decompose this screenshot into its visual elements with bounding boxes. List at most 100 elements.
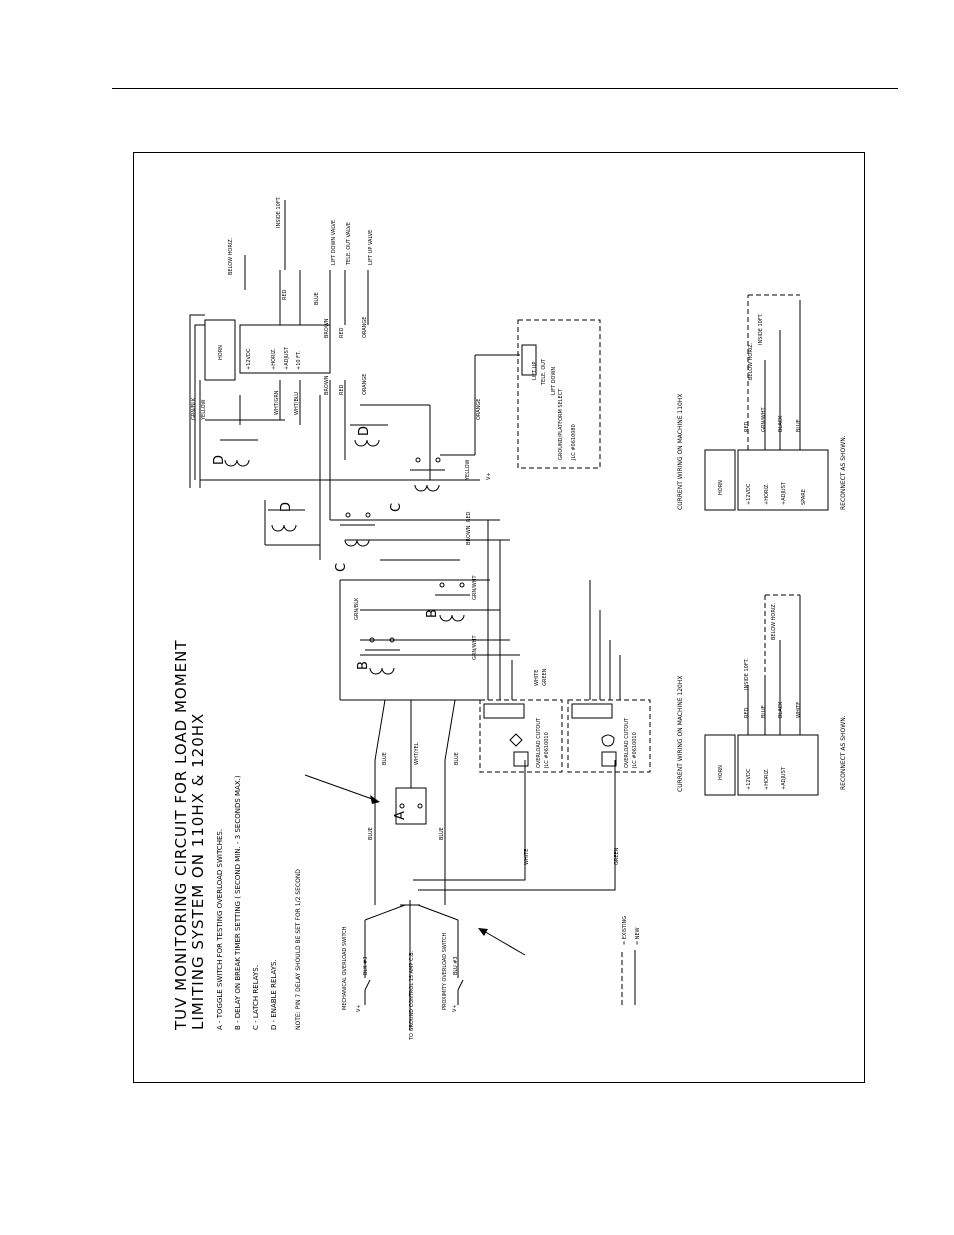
wiring-120hx-schematic (704, 594, 819, 796)
wire-grn-110: GRN/WHT (761, 407, 767, 432)
cutout-1-jlc: JLC #0610010 (544, 732, 550, 769)
lift-up-valve-label: LIFT UP VALVE (368, 230, 374, 265)
lift-down-valve-label: LIFT DOWN VALVE (331, 220, 337, 265)
term3-t2: +HORIZ. (764, 768, 770, 790)
wire-brown-1: BROWN (466, 525, 472, 545)
valve-wires (244, 200, 369, 325)
inside-10ft-110: INSIDE 10FT. (758, 313, 764, 345)
wire-blue-1: BLUE (368, 827, 374, 840)
relay-c-label-1: C (334, 563, 349, 572)
term1-t3: +ADJUST (284, 346, 290, 370)
proximity-switch-label: PROXIMITY OVERLOAD SWITCH (442, 932, 448, 1010)
relay-network-wires (189, 314, 621, 701)
lift-up-label: LIFT UP (532, 362, 538, 380)
term2-t4: SPARE (801, 489, 807, 505)
relay-d-label-3: D (357, 426, 372, 436)
reconnect-120: RECONNECT AS SHOWN. (840, 715, 847, 790)
wire-red-120: RED (744, 707, 750, 718)
green-wire (418, 760, 616, 891)
term1-t1: +12VDC (246, 348, 252, 370)
blk3-label: BLK #3 (363, 957, 369, 975)
diagram-title-line-1: TUV MONITORING CIRCUIT FOR LOAD MOMENT (172, 640, 190, 1032)
wire-brown-2: BROWN (324, 375, 330, 395)
term1-t2: +HORIZ. (271, 348, 277, 370)
wire-red-110: RED (744, 421, 750, 432)
wire-yellow-2: YELLOW (201, 399, 207, 421)
relay-c-2 (410, 457, 445, 492)
relay-d-label-2: D (212, 455, 227, 465)
relay-b-label-2: B (425, 609, 440, 618)
ground-control-label: TO GROUND CONTROL 15 AMP C.B. (409, 950, 415, 1041)
wire-blue-4: BLUE (454, 752, 460, 765)
wire-blue-top: BLUE (314, 292, 320, 305)
cutout-1-label: OVERLOAD CUTOUT (536, 717, 542, 768)
term2-t2: +HORIZ. (764, 483, 770, 505)
wire-brown-3: BROWN (324, 318, 330, 338)
arrow-to-a (304, 774, 376, 801)
term2-t1: +12VDC (746, 483, 752, 505)
select-jlc: JLC #0610080 (571, 424, 577, 461)
wire-orange-3: ORANGE (362, 317, 368, 338)
wire-black-120: BLACK (778, 701, 784, 718)
current-wiring-110-label: CURRENT WIRING ON MACHINE 110HX (677, 394, 684, 510)
white-wire (413, 760, 526, 881)
wire-white-2: WHITE (534, 670, 540, 686)
wire-yellow-1: YELLOW (465, 459, 471, 481)
legend-c: C - LATCH RELAYS. (252, 965, 260, 1030)
mechanical-switch-symbol (364, 904, 406, 1005)
wire-blk-110: BLACK (778, 415, 784, 432)
relay-b-label-1: B (356, 661, 371, 670)
wire-red-1: RED (466, 511, 472, 522)
diagram-title-line-2: LIMITING SYSTEM ON 110HX & 120HX (189, 713, 207, 1030)
below-horiz-120: BELOW HORIZ. (771, 602, 777, 640)
below-horiz-110: BELOW HORIZ. (748, 342, 754, 380)
relay-d-2 (220, 439, 258, 467)
overload-cutout-2 (567, 699, 651, 773)
blu3-label: BLU #3 (453, 956, 459, 975)
toggle-a-label: A (393, 811, 408, 820)
arrowhead-switch (478, 928, 488, 936)
inside-10ft-top: INSIDE 10FT. (276, 196, 282, 228)
wire-blue-120: BLUE (761, 705, 767, 718)
relay-d-label-1: D (279, 502, 294, 512)
toggle-switch-a (395, 760, 427, 825)
wire-wht-yel: WHT/YEL (414, 742, 420, 765)
wire-green: GREEN (614, 847, 620, 865)
wire-blue-110: BLUE (796, 419, 802, 432)
wire-red-top: RED (282, 289, 288, 300)
a-to-relays-wires (374, 699, 456, 905)
relay-b-2 (435, 582, 470, 622)
wiring-110hx-schematic (704, 294, 829, 511)
cutout-2-label: OVERLOAD CUTOUT (624, 717, 630, 768)
ground-platform-select (517, 319, 601, 469)
term3-t3: +ADJUST (781, 766, 787, 790)
wire-white: WHITE (524, 849, 530, 865)
tele-out-label: TELE. OUT (541, 358, 547, 386)
reconnect-110: RECONNECT AS SHOWN. (840, 435, 847, 510)
diagram-note: NOTE: PIN 7 DELAY SHOULD BE SET FOR 1/2 … (295, 869, 302, 1030)
term2-t3: +ADJUST (781, 481, 787, 505)
wire-grn-blk-1: GRN/BLK (354, 597, 360, 620)
legend-b: B - DELAY ON BREAK TIMER SETTING ( SECON… (234, 775, 242, 1030)
legend-new-label: = NEW (635, 927, 641, 945)
terminal-strip-top (204, 319, 331, 381)
relay-d-1 (268, 509, 305, 532)
wire-white-120: WHITE (796, 702, 802, 718)
legend-d: D - ENABLE RELAYS. (270, 959, 278, 1030)
wire-grn-wht-1: GRN/WHT (472, 575, 478, 600)
wire-green-2: GREEN (542, 668, 548, 686)
wire-wht-grn: WHT/GRN (274, 390, 280, 415)
wire-red-2: RED (339, 384, 345, 395)
wire-red-3: RED (339, 327, 345, 338)
wire-orange-2: ORANGE (362, 374, 368, 395)
proximity-switch-symbol (417, 904, 464, 1005)
vplus-prox: V+ (452, 1004, 458, 1012)
horn-label-120: HORN (718, 765, 724, 780)
wire-wht-blu: WHT/BLU (294, 392, 300, 415)
current-wiring-120-label: CURRENT WIRING ON MACHINE 120HX (677, 676, 684, 792)
wire-grn-blk-2: GRN/BLK (191, 397, 197, 420)
wire-orange-1: ORANGE (476, 399, 482, 420)
cutout-2-jlc: JLC #0610010 (632, 732, 638, 769)
tele-out-valve-label: TELE. OUT VALVE (346, 222, 352, 266)
